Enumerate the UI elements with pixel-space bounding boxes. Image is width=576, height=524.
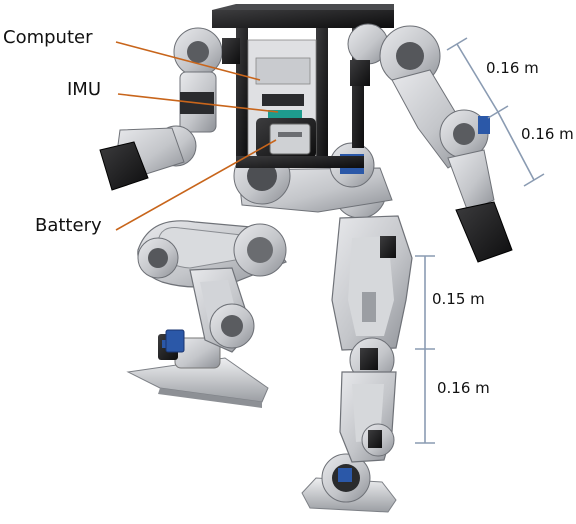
- imu-label: IMU: [67, 79, 102, 100]
- upper-arm-length-label: 0.16 m: [486, 59, 539, 77]
- shank-length-label: 0.16 m: [437, 379, 490, 397]
- right-leg: [331, 165, 413, 463]
- battery-leader-line: [115, 139, 277, 231]
- upper-arm-dim-tick-top: [446, 37, 468, 51]
- left-leg: [137, 220, 287, 353]
- left-foot: [126, 334, 269, 408]
- imu-leader-line: [117, 93, 279, 113]
- dimension-lines: [415, 37, 545, 444]
- battery-label: Battery: [35, 215, 102, 236]
- upper-arm-dim-line: [456, 43, 499, 113]
- computer-label: Computer: [3, 27, 93, 48]
- thigh-length-label: 0.15 m: [432, 290, 485, 308]
- forearm-length-label: 0.16 m: [521, 125, 574, 143]
- callout-leaders: [115, 41, 279, 231]
- torso-frame: [212, 4, 394, 168]
- left-arm: [99, 27, 240, 191]
- right-foot: [301, 453, 397, 513]
- computer-leader-line: [115, 41, 261, 81]
- forearm-dim-tick-bottom: [523, 173, 545, 187]
- forearm-dim-line: [497, 111, 535, 181]
- right-arm: [347, 23, 513, 263]
